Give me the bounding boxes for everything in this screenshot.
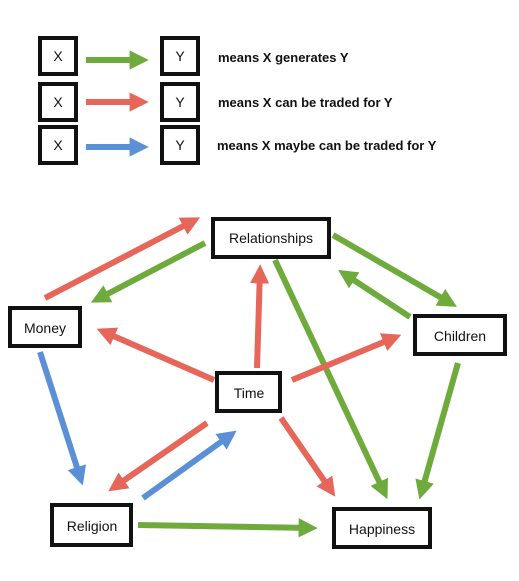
arrow-relationships-to-money bbox=[90, 240, 207, 303]
legend-x-box bbox=[38, 36, 78, 76]
legend-text-generates: means X generates Y bbox=[218, 50, 349, 65]
arrow-time-to-happiness bbox=[278, 416, 336, 497]
legend: X Y means X generates Y X Y means X can … bbox=[38, 36, 437, 165]
arrow-religion-to-time bbox=[141, 430, 237, 501]
arrow-time-to-money bbox=[96, 327, 216, 383]
legend-row-maybe: X Y means X maybe can be traded for Y bbox=[38, 125, 437, 165]
node-label-religion: Religion bbox=[67, 518, 118, 534]
arrow-time-to-children bbox=[290, 333, 402, 383]
legend-y-label: Y bbox=[175, 137, 185, 153]
arrow-children-to-happiness bbox=[415, 362, 461, 500]
node-children: Children bbox=[413, 314, 507, 356]
legend-x-box bbox=[38, 82, 78, 122]
legend-y-label: Y bbox=[175, 94, 185, 110]
legend-row-generates: X Y means X generates Y bbox=[38, 36, 349, 76]
legend-y-box bbox=[160, 36, 200, 76]
arrow-relationships-to-children bbox=[331, 232, 457, 307]
node-label-time: Time bbox=[234, 385, 265, 401]
legend-y-box bbox=[160, 125, 200, 165]
node-religion: Religion bbox=[50, 503, 133, 547]
node-label-money: Money bbox=[24, 320, 66, 336]
legend-y-label: Y bbox=[175, 48, 185, 64]
arrow-religion-to-happiness bbox=[137, 518, 318, 538]
legend-y-box bbox=[160, 82, 200, 122]
node-relationships: Relationships bbox=[211, 217, 331, 259]
arrow-relationships-to-happiness bbox=[272, 258, 388, 500]
node-happiness: Happiness bbox=[332, 507, 432, 549]
node-label-happiness: Happiness bbox=[349, 521, 415, 537]
node-money: Money bbox=[8, 306, 82, 348]
node-time: Time bbox=[215, 371, 282, 413]
arrow-money-to-religion bbox=[37, 351, 87, 486]
node-label-children: Children bbox=[434, 328, 486, 344]
node-label-relationships: Relationships bbox=[229, 230, 313, 246]
legend-row-traded: X Y means X can be traded for Y bbox=[38, 82, 393, 122]
edges bbox=[37, 217, 461, 538]
legend-x-label: X bbox=[53, 48, 63, 64]
legend-x-label: X bbox=[53, 94, 63, 110]
legend-text-maybe: means X maybe can be traded for Y bbox=[217, 138, 437, 153]
legend-x-label: X bbox=[53, 137, 63, 153]
arrow-money-to-relationships bbox=[43, 217, 201, 301]
arrow-time-to-relationships bbox=[249, 264, 270, 369]
legend-x-box bbox=[38, 125, 78, 165]
arrow-time-to-religion bbox=[108, 420, 209, 492]
arrow-children-to-relationships bbox=[338, 269, 412, 320]
legend-text-traded: means X can be traded for Y bbox=[218, 95, 393, 110]
